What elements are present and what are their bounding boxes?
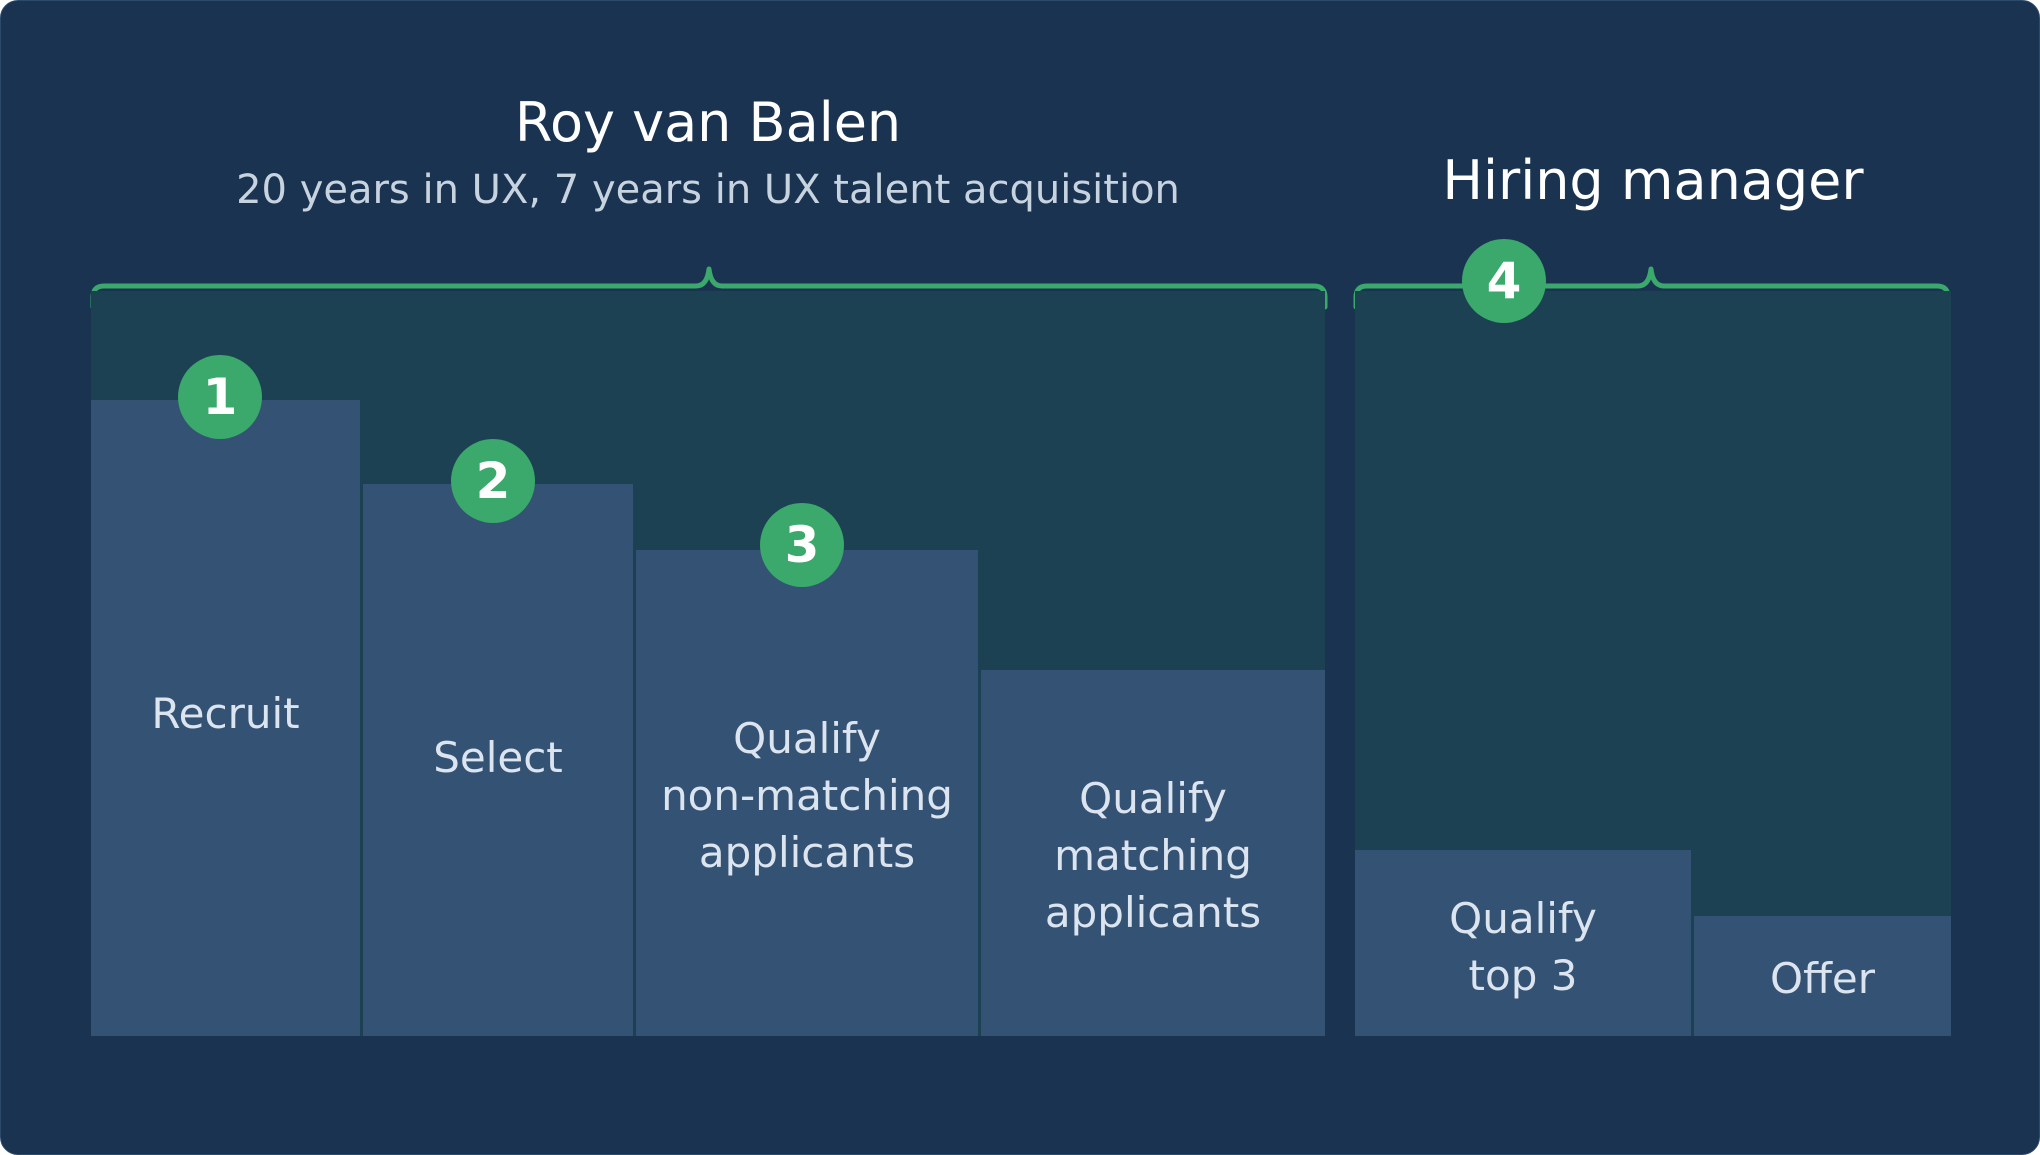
- step-badge-4: 4: [1462, 239, 1546, 323]
- stage-qualify-top-3: Qualify top 3: [1355, 850, 1691, 1036]
- stage-recruit: Recruit: [91, 400, 360, 1036]
- step-badge-1: 1: [178, 355, 262, 439]
- stage-qualify-non-matching: Qualify non-matching applicants: [636, 550, 978, 1036]
- stage-label: Qualify matching applicants: [1044, 774, 1262, 937]
- stage-select: Select: [363, 484, 633, 1036]
- stage-label: Qualify top 3: [1449, 894, 1597, 1000]
- stage-offer: Offer: [1694, 916, 1951, 1036]
- stage-label: Recruit: [151, 689, 300, 738]
- step-badge-2: 2: [451, 439, 535, 523]
- group-title-hiring-manager: Hiring manager: [1442, 149, 1864, 212]
- stage-label: Qualify non-matching applicants: [661, 714, 953, 877]
- stage-label: Select: [433, 733, 563, 782]
- stage-qualify-matching: Qualify matching applicants: [981, 670, 1325, 1036]
- group-subtitle-roy-van-balen: 20 years in UX, 7 years in UX talent acq…: [236, 167, 1180, 213]
- group-title-roy-van-balen: Roy van Balen: [514, 91, 902, 154]
- stage-label: Offer: [1769, 954, 1876, 1003]
- step-badge-3: 3: [760, 503, 844, 587]
